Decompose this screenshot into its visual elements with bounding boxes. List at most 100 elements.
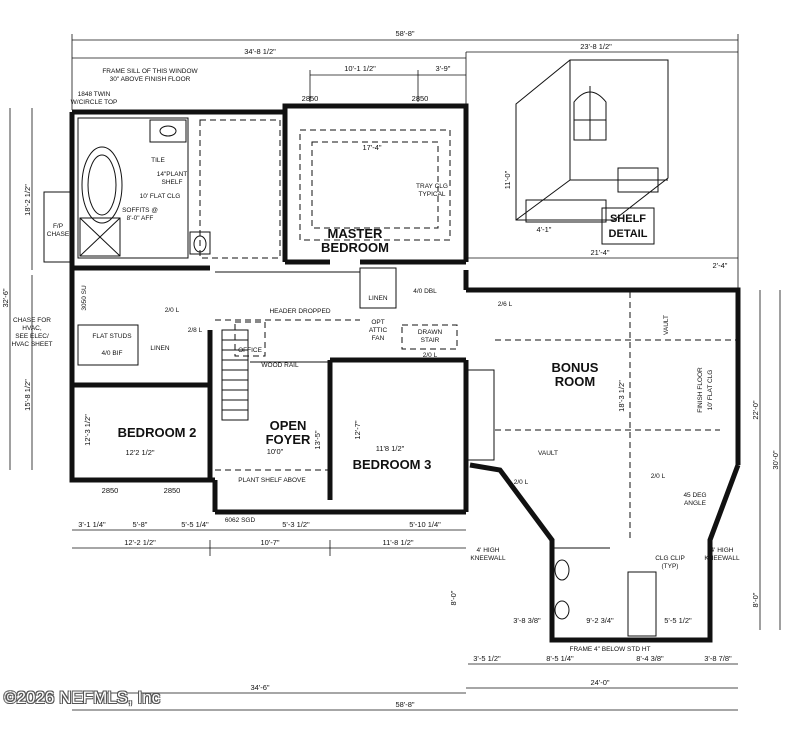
top-left-notes: FRAME SILL OF THIS WINDOW 30" ABOVE FINI… xyxy=(71,68,199,106)
note-wood-rail: WOOD RAIL xyxy=(261,362,299,369)
room-open-foyer-2: FOYER xyxy=(266,432,311,447)
room-open-foyer: OPEN xyxy=(270,418,307,433)
dim-bottom-b2: 10'-7" xyxy=(260,538,279,547)
dim-right-total: 30'-0" xyxy=(771,450,780,469)
note-knee-wall-left: 4' HIGH xyxy=(477,547,500,554)
note-header-dropped: HEADER DROPPED xyxy=(269,308,330,315)
dim-bottom-a1: 3'-1 1/4" xyxy=(78,520,106,529)
dim-bottom-b1: 12'-2 1/2" xyxy=(124,538,156,547)
dim-bottom-d: 58'-8" xyxy=(395,700,414,709)
note-vault-1: VAULT xyxy=(538,450,558,457)
note-clg-clip: CLG CLIP xyxy=(655,555,685,562)
note-attic-fan-2: ATTIC xyxy=(369,327,388,334)
fp-chase: F/P CHASE xyxy=(43,191,73,263)
note-knee-wall-right-2: KNEEWALL xyxy=(704,555,740,562)
note-chase: CHASE FOR xyxy=(13,317,51,324)
dim-bottom-a4: 5'-3 1/2" xyxy=(282,520,310,529)
dim-bonus-bottom3: 8'-4 3/8" xyxy=(636,654,664,663)
note-door-28l: 2/8 L xyxy=(188,327,203,334)
room-bedroom2: BEDROOM 2 xyxy=(118,425,197,440)
top-dimensions: 58'-8" 34'-8 1/2" 23'-8 1/2" 10'-1 1/2" … xyxy=(71,29,739,290)
window-2850-c: 2850 xyxy=(102,486,119,495)
dim-shelf-depth: 4'-1" xyxy=(537,225,552,234)
bonus-bath: CLG CLIP (TYP) 4' HIGH KNEEWALL 4' HIGH … xyxy=(470,547,740,653)
note-chase-2: HVAC, xyxy=(22,325,42,332)
dim-right-lower: 8'-0" xyxy=(751,592,760,607)
dim-master-width: 17'-4" xyxy=(362,143,381,152)
toilet-icon xyxy=(193,235,207,253)
master-bedroom: 17'-4" MASTER BEDROOM TRAY CLG TYPICAL xyxy=(299,129,451,255)
note-flat-studs: FLAT STUDS xyxy=(92,333,132,340)
linen-attic: LINEN OPT ATTIC FAN DRAWN STAIR 4/0 DBL … xyxy=(359,267,513,359)
dim-left-lower: 15'-8 1/2" xyxy=(23,379,32,411)
note-window-3050: 3050 SU xyxy=(81,285,88,311)
house-walls xyxy=(69,103,741,643)
arched-window-icon xyxy=(573,91,607,141)
note-office: OFFICE xyxy=(238,347,262,354)
note-twin-window-2: W/CIRCLE TOP xyxy=(71,99,118,106)
note-clg-clip-2: (TYP) xyxy=(662,563,679,570)
window-2850-a: 2850 xyxy=(302,94,319,103)
note-frame-sill: FRAME SILL OF THIS WINDOW xyxy=(102,68,198,75)
bonus-room: 21'-4" 2'-4" BONUS ROOM VAULT VAULT FINI… xyxy=(466,248,738,540)
dim-bottom-b3: 11'-8 1/2" xyxy=(382,538,413,547)
note-soffit: SOFFITS @ xyxy=(122,207,158,214)
dim-bonus-right: 2'-4" xyxy=(713,261,728,270)
room-bonus-2: ROOM xyxy=(555,374,595,389)
note-door-20r: 2/0 L xyxy=(651,473,666,480)
note-attic-fan-3: FAN xyxy=(372,335,385,342)
dim-bonus-bottom2: 8'-5 1/4" xyxy=(546,654,574,663)
note-linen-b: LINEN xyxy=(150,345,169,352)
note-vault-2: VAULT xyxy=(663,315,670,335)
note-door-40bf: 4/0 BIF xyxy=(102,350,123,357)
left-dimensions: 32'-6" 18'-2 1/2" 15'-8 1/2" CHASE FOR H… xyxy=(1,108,53,470)
shelf-detail-label-2: DETAIL xyxy=(609,228,648,240)
note-frame-below: FRAME 4" BELOW STD HT xyxy=(569,646,650,653)
note-door-20l-bonus: 2/0 L xyxy=(514,479,529,486)
note-plant-shelf-2: SHELF xyxy=(162,179,183,186)
shelf-detail-label: SHELF xyxy=(610,213,646,225)
dim-bonus-bottom1: 3'-5 1/2" xyxy=(473,654,501,663)
dim-foyer-width: 10'0" xyxy=(267,447,284,456)
shower-icon xyxy=(79,217,121,257)
window-2850-b: 2850 xyxy=(412,94,429,103)
master-bath: TILE 14"PLANT SHELF 10' FLAT CLG SOFFITS… xyxy=(77,117,281,259)
note-drawn-stair-2: STAIR xyxy=(421,337,440,344)
stairs-icon xyxy=(221,329,249,421)
note-chase-4: HVAC SHEET xyxy=(11,341,52,348)
note-fp-chase: F/P xyxy=(53,223,63,230)
note-attic-fan: OPT xyxy=(371,319,384,326)
room-master-2: BEDROOM xyxy=(321,240,389,255)
room-master: MASTER xyxy=(328,226,384,241)
bedroom2: FLAT STUDS 4/0 BIF LINEN 2/0 L 2/8 L 305… xyxy=(77,285,203,495)
dim-right-top: 23'-8 1/2" xyxy=(580,42,612,51)
note-frame-sill-2: 30" ABOVE FINISH FLOOR xyxy=(110,76,191,83)
note-knee-wall-left-2: KNEEWALL xyxy=(470,555,506,562)
dim-bottom-a3: 5'-5 1/4" xyxy=(181,520,209,529)
room-bedroom3: BEDROOM 3 xyxy=(353,457,432,472)
dim-overall-top: 58'-8" xyxy=(395,29,414,38)
note-flat-clg: 10' FLAT CLG xyxy=(140,193,181,200)
dim-left-upper: 18'-2 1/2" xyxy=(23,184,32,216)
dim-bottom-c2: 24'-0" xyxy=(590,678,609,687)
note-door-20l-mid: 2/0 L xyxy=(423,352,438,359)
tub-icon xyxy=(81,146,123,224)
dim-bedroom2-depth: 12'-3 1/2" xyxy=(83,414,92,446)
dim-bottom-a5: 5'-10 1/4" xyxy=(409,520,441,529)
bedroom3: BEDROOM 3 11'8 1/2" 12'-7" xyxy=(353,369,495,472)
sink-icon-2 xyxy=(554,559,570,581)
open-foyer: OPEN FOYER 10'0" 13'-5" PLANT SHELF ABOV… xyxy=(215,418,330,524)
note-door-26l: 2/6 L xyxy=(498,301,513,308)
note-knee-wall-right: 4' HIGH xyxy=(711,547,734,554)
dim-master-right: 3'-9" xyxy=(436,64,451,73)
dim-bath2-b: 9'-2 3/4" xyxy=(586,616,614,625)
note-drawn-stair: DRAWN xyxy=(418,329,443,336)
note-deg-angle: 45 DEG xyxy=(683,492,706,499)
note-sgd: 6062 SGD xyxy=(225,517,256,524)
note-twin-window: 1848 TWIN xyxy=(78,91,111,98)
dim-bonus-span: 21'-4" xyxy=(590,248,609,257)
room-bonus: BONUS xyxy=(552,360,599,375)
window-2850-d: 2850 xyxy=(164,486,181,495)
dim-left-top: 34'-8 1/2" xyxy=(244,47,276,56)
